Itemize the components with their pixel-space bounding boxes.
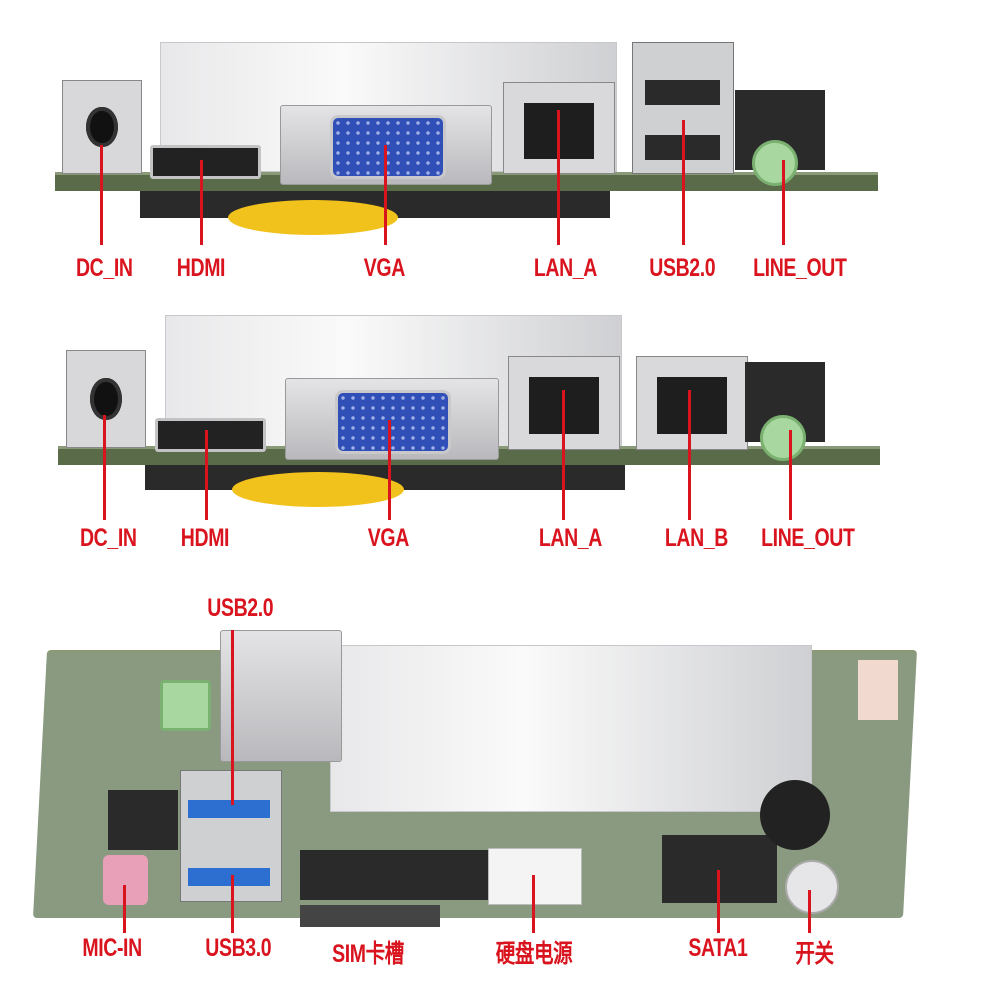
dc-in-port	[62, 80, 142, 174]
pin-headers	[300, 850, 490, 900]
label-lan-b: LAN_B	[664, 524, 728, 552]
dc-in-port	[66, 350, 146, 448]
label-usb3: USB3.0	[205, 934, 272, 962]
label-lan-a: LAN_A	[533, 254, 597, 282]
hdmi-port	[155, 418, 266, 452]
cmos-battery	[232, 472, 404, 507]
hdd-power-connector	[488, 848, 582, 905]
usb3-port-lower	[188, 868, 270, 886]
power-button	[785, 860, 839, 914]
vga-port	[330, 115, 446, 179]
label-hdmi: HDMI	[180, 524, 230, 552]
label-lan-a: LAN_A	[538, 524, 602, 552]
label-dc-in: DC_IN	[75, 254, 133, 282]
label-line-out: LINE_OUT	[753, 254, 847, 282]
lan-b-port	[636, 356, 748, 450]
lan-port-stack	[220, 630, 342, 762]
label-vga: VGA	[367, 524, 409, 552]
label-sata1: SATA1	[688, 934, 748, 962]
connector	[858, 660, 898, 720]
rj-connector	[108, 790, 178, 850]
label-dc-in: DC_IN	[79, 524, 137, 552]
label-vga: VGA	[363, 254, 405, 282]
label-hdmi: HDMI	[176, 254, 226, 282]
vga-port	[335, 390, 451, 454]
usb3-port-upper	[188, 800, 270, 818]
label-mic-in: MIC-IN	[82, 934, 142, 962]
line-out-jack	[752, 140, 798, 186]
sim-slot	[300, 905, 440, 927]
cmos-battery	[228, 200, 398, 235]
label-sim-slot: SIM卡槽	[332, 940, 404, 968]
heatsink	[330, 645, 812, 812]
label-usb2: USB2.0	[649, 254, 716, 282]
label-line-out: LINE_OUT	[761, 524, 855, 552]
line-out-jack	[160, 680, 211, 731]
label-power-switch: 开关	[795, 940, 834, 968]
buzzer	[760, 780, 830, 850]
hdmi-port	[150, 145, 261, 179]
label-hdd-power: 硬盘电源	[495, 940, 573, 968]
line-out-jack	[760, 415, 806, 461]
label-usb2: USB2.0	[207, 594, 274, 622]
